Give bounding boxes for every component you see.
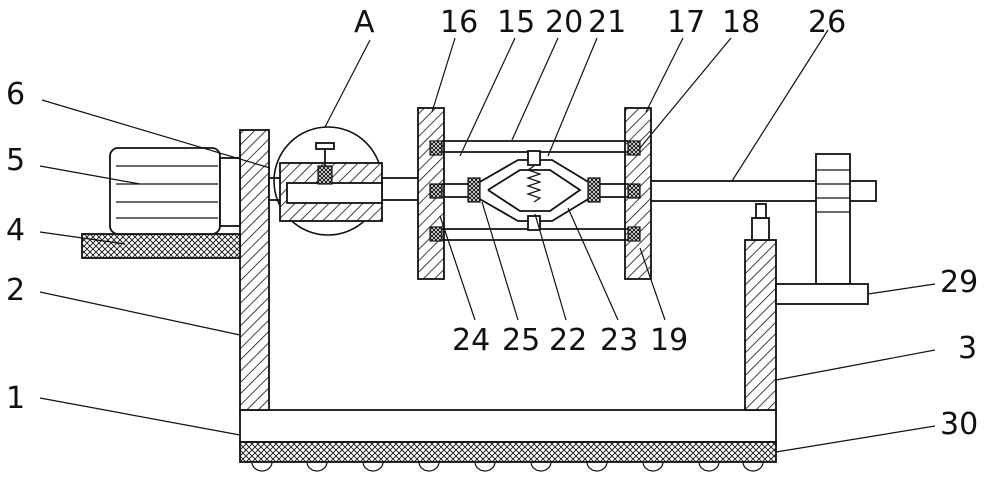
left-upright — [239, 129, 270, 411]
upper-pivot — [527, 150, 541, 166]
label-3: 3 — [958, 331, 977, 366]
label-4: 4 — [6, 213, 25, 248]
label-22: 22 — [549, 323, 587, 358]
motor-body — [109, 147, 221, 235]
label-29: 29 — [940, 265, 978, 300]
right-upright — [744, 239, 777, 411]
label-26: 26 — [808, 5, 846, 40]
label-18: 18 — [722, 5, 760, 40]
label-detail-a: A — [354, 5, 375, 40]
set-screw-spring — [317, 165, 333, 185]
motor-flange — [219, 157, 241, 227]
label-1: 1 — [6, 381, 25, 416]
label-24: 24 — [452, 323, 490, 358]
label-16: 16 — [440, 5, 478, 40]
right-cap — [751, 217, 770, 241]
label-19: 19 — [650, 323, 688, 358]
label-30: 30 — [940, 407, 978, 442]
feet-row — [251, 461, 764, 472]
label-21: 21 — [588, 5, 626, 40]
flange-bearings — [429, 140, 641, 242]
right-cap-top — [755, 203, 767, 219]
motor-shelf — [81, 233, 241, 259]
label-17: 17 — [667, 5, 705, 40]
slider-block-left — [467, 177, 481, 203]
base-plate — [239, 409, 777, 443]
scissor-linkage — [477, 159, 591, 222]
slider-block-right — [587, 177, 601, 203]
label-20: 20 — [545, 5, 583, 40]
label-6: 6 — [6, 77, 25, 112]
inner-shafts — [442, 183, 628, 198]
label-5: 5 — [6, 143, 25, 178]
label-23: 23 — [600, 323, 638, 358]
leader-lines — [39, 29, 936, 453]
label-15: 15 — [497, 5, 535, 40]
bottom-pad — [239, 441, 777, 463]
bracket-29 — [775, 283, 869, 305]
label-25: 25 — [502, 323, 540, 358]
set-screw-head — [315, 142, 335, 150]
motor-fins — [116, 165, 218, 219]
gear-teeth — [816, 169, 850, 213]
coupling-bore — [286, 182, 383, 204]
gear-wheel — [815, 153, 851, 285]
label-2: 2 — [6, 273, 25, 308]
center-spring — [526, 165, 542, 203]
